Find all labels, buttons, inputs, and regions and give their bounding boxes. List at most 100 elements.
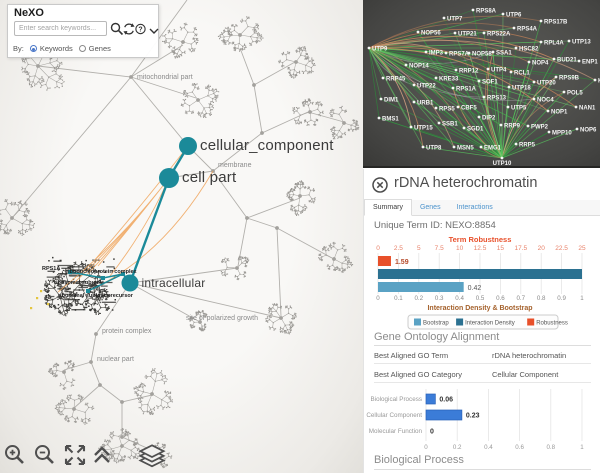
fit-to-screen-icon[interactable] — [63, 443, 87, 467]
network-node-MPP10[interactable]: MPP10 — [547, 131, 573, 137]
network-node-NOP14[interactable]: NOP14 — [404, 64, 430, 70]
network-node-KRR1[interactable]: KRR1 — [593, 79, 600, 85]
network-node-RPS4A[interactable]: RPS4A — [512, 27, 538, 33]
network-node-RPS13[interactable]: RPS13 — [482, 96, 507, 102]
network-node-UTP6[interactable]: UTP6 — [501, 13, 522, 19]
network-node-NOP4[interactable]: NOP4 — [527, 61, 549, 67]
zoom-out-icon[interactable] — [33, 443, 57, 467]
network-node-UTP5[interactable]: UTP5 — [506, 106, 527, 112]
network-node-KRE33[interactable]: KRE33 — [434, 77, 459, 83]
network-node-NOP56[interactable]: NOP56 — [416, 31, 442, 37]
tab-interactions[interactable]: Interactions — [456, 204, 493, 211]
close-icon[interactable] — [372, 177, 388, 193]
network-node-UTP8[interactable]: UTP8 — [421, 146, 442, 152]
network-node-UTP10[interactable]: UTP10 — [493, 156, 512, 167]
network-node-RRP9[interactable]: RRP9 — [499, 124, 521, 130]
term-label-cellular_component[interactable]: cellular_component — [200, 136, 334, 154]
network-node-POL5[interactable]: POL5 — [562, 91, 584, 97]
network-node-HSC82[interactable]: HSC82 — [514, 47, 539, 53]
svg-text:NOP4: NOP4 — [532, 61, 549, 67]
network-node-RPS17B[interactable]: RPS17B — [539, 20, 568, 26]
network-node-SSA1[interactable]: SSA1 — [491, 51, 513, 57]
network-node-BUD21[interactable]: BUD21 — [552, 58, 578, 64]
zoom-in-icon[interactable] — [3, 443, 27, 467]
collapse-all-icon[interactable] — [91, 443, 113, 467]
network-node-NOP1[interactable]: NOP1 — [546, 110, 568, 116]
tree-term-label: mitochondrial part — [137, 74, 193, 81]
network-node-UTP7[interactable]: UTP7 — [442, 17, 463, 23]
search-input[interactable] — [14, 21, 107, 36]
tree-term-label: nuclear part — [97, 356, 134, 363]
svg-text:0: 0 — [430, 429, 434, 436]
collapse-chevron-icon[interactable] — [149, 26, 159, 36]
term-label-intracellular[interactable]: intracellular — [141, 275, 206, 290]
network-node-NOP6[interactable]: NOP6 — [575, 128, 597, 134]
network-node-URB1[interactable]: URB1 — [412, 101, 434, 107]
svg-text:2.5: 2.5 — [394, 245, 403, 252]
network-node-RPS5[interactable]: RPS5 — [434, 107, 456, 113]
network-node-RPS1A[interactable]: RPS1A — [451, 87, 477, 93]
network-node-UTP18[interactable]: UTP18 — [507, 86, 532, 92]
network-node-RRP45[interactable]: RRP45 — [381, 77, 406, 83]
tab-summary[interactable]: Summary — [364, 199, 412, 216]
svg-text:RPS4A: RPS4A — [517, 27, 538, 33]
network-node-ENP1[interactable]: ENP1 — [577, 60, 599, 66]
network-node-EMG1[interactable]: EMG1 — [479, 146, 502, 152]
network-node-DIM1[interactable]: DIM1 — [379, 98, 399, 104]
network-node-SSB1[interactable]: SSB1 — [437, 122, 459, 128]
network-node-RCL1[interactable]: RCL1 — [509, 71, 531, 77]
tree-term-label: membrane — [218, 162, 252, 169]
network-node-NAN1[interactable]: NAN1 — [574, 106, 596, 112]
svg-text:SSA1: SSA1 — [496, 51, 512, 57]
svg-text:Interaction Density & Bootstra: Interaction Density & Bootstrap — [427, 305, 532, 312]
network-node-UTP13[interactable]: UTP13 — [567, 40, 592, 46]
help-icon[interactable]: ? — [134, 22, 147, 36]
svg-text:NOP6: NOP6 — [580, 128, 597, 134]
network-node-UTP21[interactable]: UTP21 — [453, 32, 478, 38]
network-node-RPS8A[interactable]: RPS8A — [471, 9, 497, 15]
search-icon[interactable] — [110, 22, 124, 36]
network-node-UTP4[interactable]: UTP4 — [486, 68, 507, 74]
network-node-NOC4[interactable]: NOC4 — [532, 98, 555, 104]
network-node-DIP2[interactable]: DIP2 — [477, 116, 496, 122]
term-node-cellular_component[interactable] — [179, 137, 197, 155]
network-node-CBF5[interactable]: CBF5 — [456, 106, 478, 112]
network-node-IMP3[interactable]: IMP3 — [424, 51, 444, 57]
network-node-MSN5[interactable]: MSN5 — [452, 146, 475, 152]
network-node-RRP12[interactable]: RRP12 — [454, 69, 479, 75]
term-node-cell part[interactable] — [159, 168, 179, 188]
term-label-cell part[interactable]: cell part — [182, 168, 237, 186]
tab-genes[interactable]: Genes — [419, 204, 441, 211]
network-node-PWP2[interactable]: PWP2 — [526, 125, 549, 131]
search-mode-row: By: Keywords Genes — [13, 44, 111, 53]
radio-genes[interactable] — [78, 45, 86, 52]
layers-icon[interactable] — [138, 444, 166, 470]
term-node-intracellular[interactable] — [121, 274, 139, 292]
svg-text:UTP8: UTP8 — [426, 146, 442, 152]
reset-icon[interactable] — [122, 22, 136, 36]
network-node-NOP58[interactable]: NOP58 — [467, 52, 493, 58]
svg-text:1: 1 — [580, 444, 584, 451]
network-node-RPL4A[interactable]: RPL4A — [539, 41, 565, 47]
network-node-BMS1[interactable]: BMS1 — [377, 117, 400, 123]
network-node-RRP5[interactable]: RRP5 — [514, 143, 536, 149]
svg-text:RPS13: RPS13 — [487, 96, 507, 102]
network-node-UTP20[interactable]: UTP20 — [532, 81, 557, 87]
network-node-RPS22A[interactable]: RPS22A — [482, 32, 511, 38]
network-node-SOF1[interactable]: SOF1 — [477, 80, 499, 86]
svg-text:UTP9: UTP9 — [372, 47, 388, 53]
svg-text:UTP21: UTP21 — [458, 32, 477, 38]
svg-text:0: 0 — [424, 444, 428, 451]
tree-term-label: ribosomal subunit precursor — [58, 293, 133, 299]
network-node-UTP9[interactable]: UTP9 — [367, 47, 388, 53]
network-node-RPS9B[interactable]: RPS9B — [554, 76, 580, 82]
network-node-UTP15[interactable]: UTP15 — [409, 126, 434, 132]
network-node-UTP22[interactable]: UTP22 — [412, 84, 437, 90]
radio-keywords[interactable] — [29, 45, 37, 52]
network-node-RPS7A[interactable]: RPS7A — [444, 52, 470, 58]
network-node-SGD1[interactable]: SGD1 — [462, 127, 484, 133]
svg-text:RRP5: RRP5 — [519, 143, 536, 149]
